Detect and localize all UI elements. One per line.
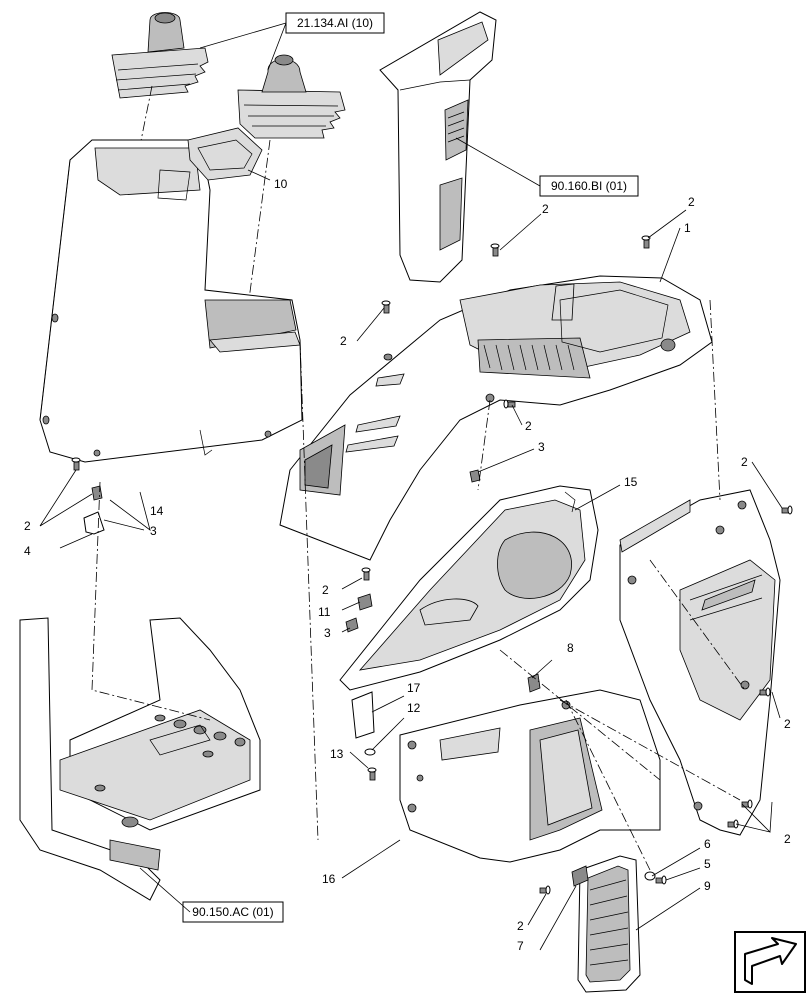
pillar-trim-part xyxy=(379,11,497,283)
inner-panel-part xyxy=(339,485,599,691)
callout-2: 2 xyxy=(542,202,549,216)
callout-13: 13 xyxy=(330,747,344,761)
reference-90-150[interactable]: 90.150.AC (01) xyxy=(182,901,284,923)
callout-labels: 1 2 2 2 2 3 15 2 2 2 10 14 2 4 3 2 11 3 … xyxy=(24,177,791,953)
clips-group xyxy=(83,469,656,887)
callout-2: 2 xyxy=(517,919,524,933)
callout-4: 4 xyxy=(24,544,31,558)
screw-icon xyxy=(759,687,771,697)
reference-90-160-label: 90.160.BI (01) xyxy=(551,179,627,193)
reference-90-160[interactable]: 90.160.BI (01) xyxy=(539,175,639,197)
reference-21-134[interactable]: 21.134.AI (10) xyxy=(285,12,385,34)
callout-15: 15 xyxy=(624,475,638,489)
callout-2: 2 xyxy=(784,832,791,846)
boot-right-part xyxy=(237,54,346,139)
bezel-part xyxy=(187,127,263,181)
screw-icon xyxy=(727,819,739,829)
callout-2: 2 xyxy=(24,519,31,533)
callout-16: 16 xyxy=(322,872,336,886)
callout-6: 6 xyxy=(704,837,711,851)
screw-icon xyxy=(361,567,371,581)
callout-2: 2 xyxy=(525,419,532,433)
screw-icon xyxy=(655,875,667,885)
callout-17: 17 xyxy=(407,681,421,695)
screw-icon xyxy=(539,885,551,895)
callout-1: 1 xyxy=(684,221,691,235)
cab-floor-part xyxy=(19,617,261,901)
callout-3: 3 xyxy=(324,626,331,640)
callout-9: 9 xyxy=(704,879,711,893)
screw-icon xyxy=(741,799,753,809)
lower-side-panel-part xyxy=(399,689,703,863)
screw-icon xyxy=(381,300,391,314)
callout-10: 10 xyxy=(274,177,288,191)
screws-group xyxy=(71,235,793,895)
reference-21-134-label: 21.134.AI (10) xyxy=(297,16,373,30)
dash-panel-part xyxy=(279,275,713,561)
callout-11: 11 xyxy=(318,605,331,619)
screw-icon xyxy=(71,457,81,471)
screw-icon xyxy=(367,767,377,781)
console-shroud-part xyxy=(39,139,303,463)
callout-12: 12 xyxy=(407,701,421,715)
screw-icon xyxy=(503,399,516,409)
callout-3: 3 xyxy=(150,524,157,538)
callout-2: 2 xyxy=(741,455,748,469)
screw-icon xyxy=(641,235,651,249)
callout-3: 3 xyxy=(538,440,545,454)
callout-5: 5 xyxy=(704,857,711,871)
centerlines xyxy=(91,299,746,871)
right-side-panel-part xyxy=(619,489,781,836)
callout-2: 2 xyxy=(688,195,695,209)
grille-part xyxy=(577,855,641,993)
callout-2: 2 xyxy=(340,334,347,348)
callout-14: 14 xyxy=(150,504,164,518)
callout-8: 8 xyxy=(567,641,574,655)
reference-90-150-label: 90.150.AC (01) xyxy=(192,905,273,919)
callout-2: 2 xyxy=(322,583,329,597)
arrow-next-page-icon[interactable] xyxy=(734,931,806,993)
callout-2: 2 xyxy=(784,717,791,731)
leader-lines xyxy=(39,169,783,951)
boot-left-part xyxy=(111,12,209,99)
callout-7: 7 xyxy=(517,939,524,953)
screw-icon xyxy=(781,505,793,515)
screw-icon xyxy=(490,243,500,257)
